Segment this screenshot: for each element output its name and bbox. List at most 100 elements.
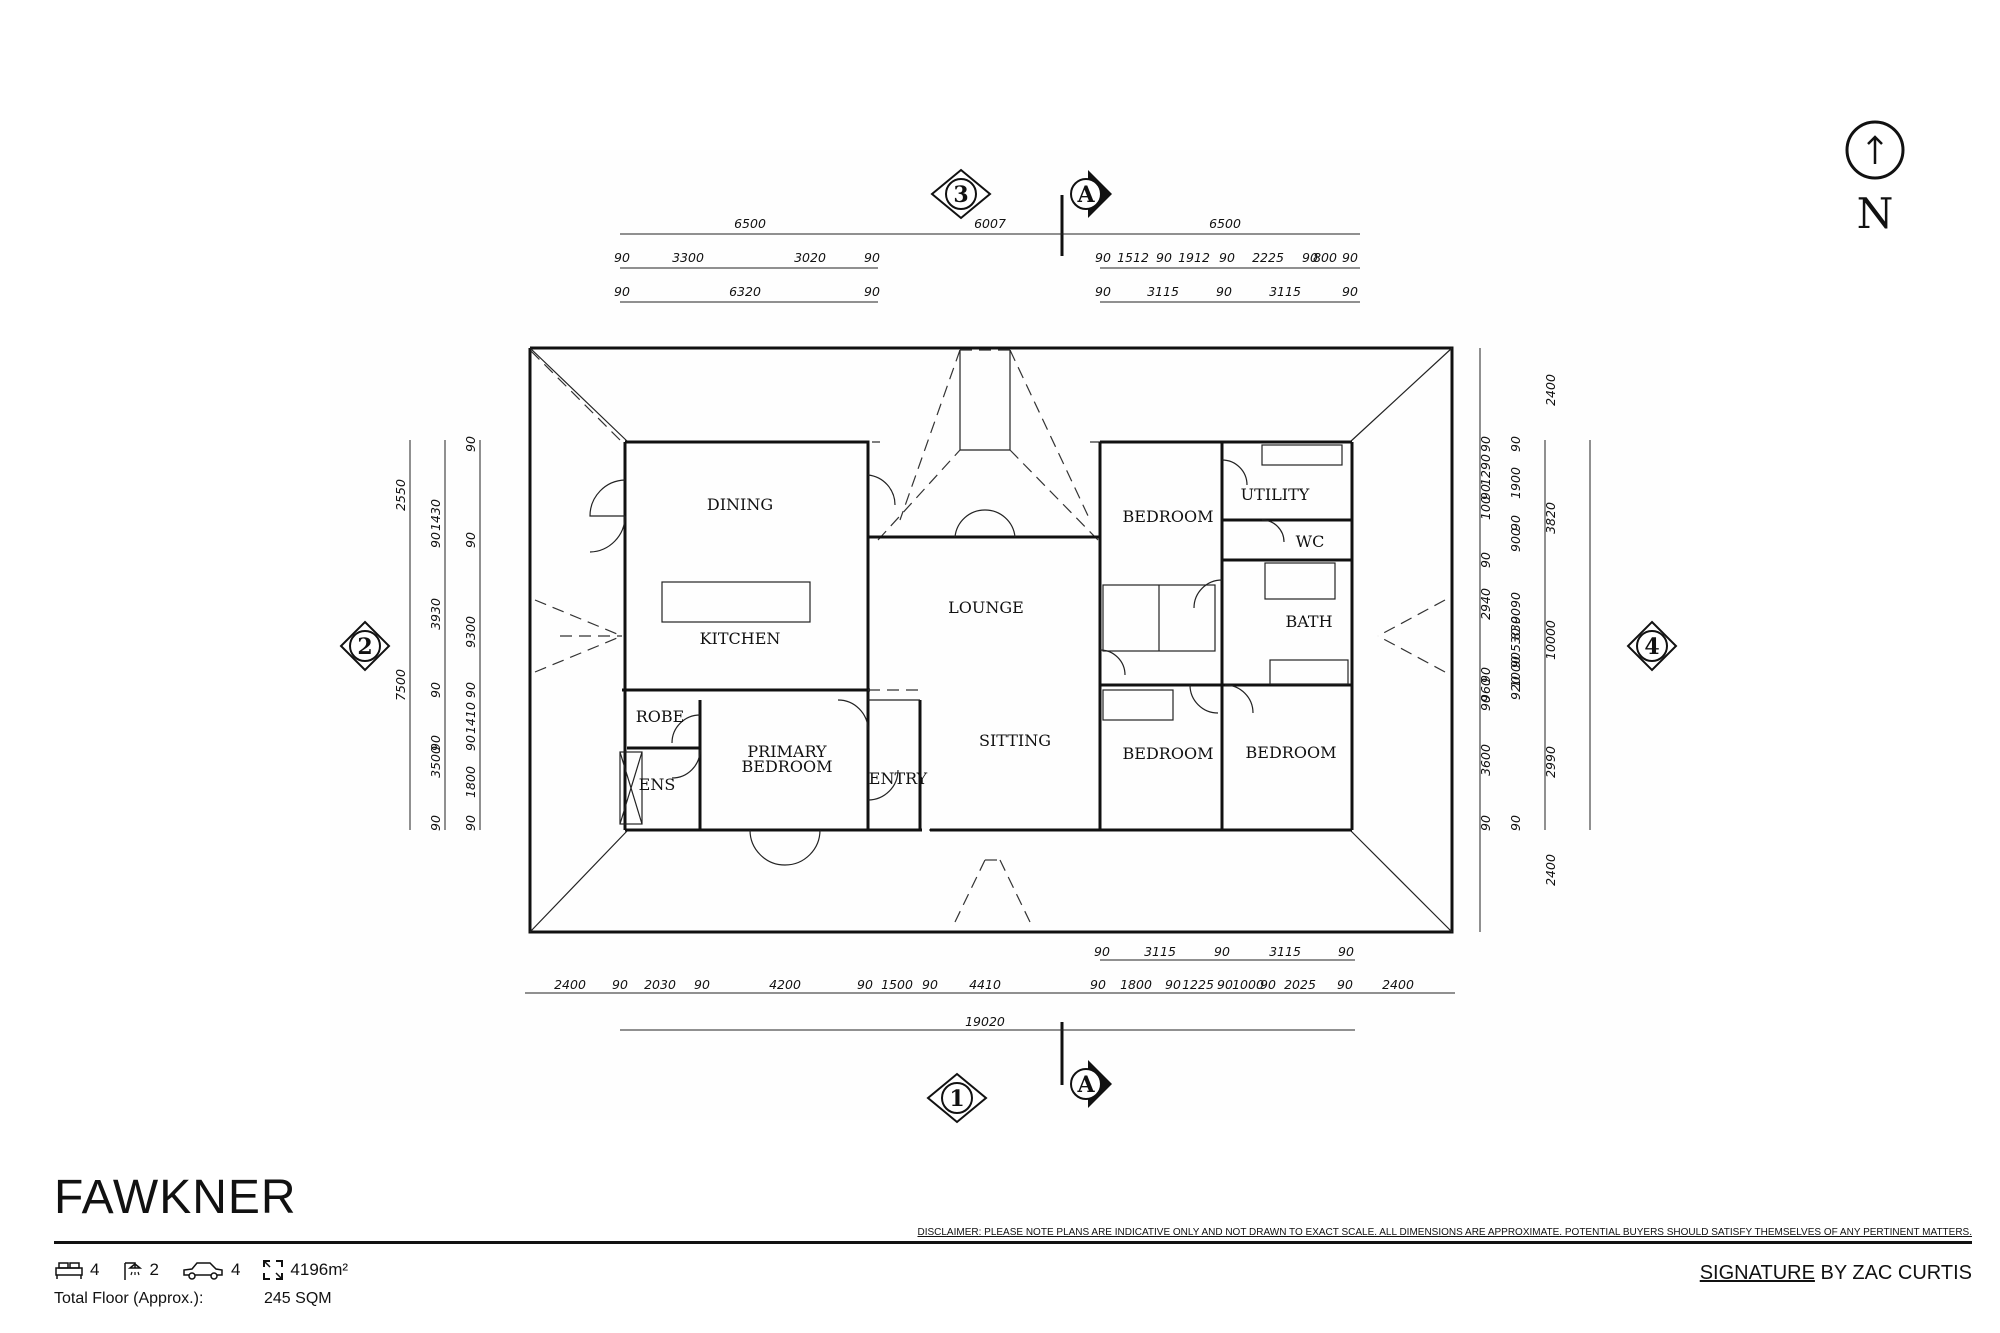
dim-top-r3-7: 90 — [1342, 284, 1358, 299]
dim-right-inner-2: 90 — [1508, 515, 1523, 531]
brand-agent: BY ZAC CURTIS — [1814, 1262, 1972, 1284]
room-label-bedroom-sw: BEDROOM — [1123, 744, 1214, 763]
dim-right-mid-0: 3820 — [1543, 502, 1558, 534]
room-label-bedroom-ne: BEDROOM — [1123, 507, 1214, 526]
total-floor-value: 245 SQM — [264, 1290, 332, 1307]
north-arrow-icon: N — [1845, 120, 1905, 238]
land-size-stat: 4196m² — [262, 1259, 348, 1281]
dim-bot-r1-1: 3115 — [1144, 944, 1176, 959]
doors — [589, 459, 1285, 866]
dim-bot-r2-11: 90 — [1165, 977, 1181, 992]
grid-marker-west: 2 — [339, 620, 391, 672]
room-label-robe: ROBE — [636, 707, 685, 726]
dim-bot-r1-2: 90 — [1214, 944, 1230, 959]
dim-top-r3-5: 90 — [1216, 284, 1232, 299]
disclaimer-text: DISCLAIMER: PLEASE NOTE PLANS ARE INDICA… — [917, 1227, 1972, 1238]
dim-left-inner-7: 90 — [463, 815, 478, 831]
grid-marker-south: 1 — [926, 1072, 988, 1124]
dim-top-r2-1: 3300 — [672, 250, 704, 265]
dim-bot-r1-4: 90 — [1338, 944, 1354, 959]
car-count: 4 — [230, 1260, 241, 1279]
dim-right-inner-10: 920 — [1508, 676, 1523, 700]
dim-left-outer-1: 7500 — [393, 669, 408, 701]
property-stats: 4 2 4 4196m² — [54, 1259, 348, 1281]
dim-right-inner2-3: 100 — [1478, 496, 1493, 520]
dim-top-r2-5: 1512 — [1117, 250, 1149, 265]
dim-left-inner-6: 1800 — [463, 766, 478, 798]
dim-bot-r2-17: 90 — [1337, 977, 1353, 992]
dim-bot-r2-10: 1800 — [1120, 977, 1152, 992]
dim-right-inner-9: 1000 — [1508, 656, 1523, 688]
grid-marker-north: 3 — [930, 168, 992, 220]
dim-top-r3-6: 3115 — [1269, 284, 1301, 299]
dim-bot-r2-0: 2400 — [554, 977, 586, 992]
dim-top-r2-4: 90 — [1095, 250, 1111, 265]
dim-right-inner-1: 1900 — [1508, 467, 1523, 499]
room-label-sitting: SITTING — [979, 731, 1051, 750]
room-label-wc: WC — [1296, 532, 1325, 551]
room-label-kitchen: KITCHEN — [700, 629, 781, 648]
dim-bot-r1-3: 3115 — [1269, 944, 1301, 959]
total-floor: Total Floor (Approx.): 245 SQM — [54, 1290, 332, 1308]
expand-icon — [263, 1260, 284, 1280]
room-label-entry: ENTRY — [869, 769, 928, 788]
dim-top-r2-9: 2225 — [1252, 250, 1284, 265]
dim-top-r2-12: 90 — [1342, 250, 1358, 265]
dim-bot-r2-5: 90 — [857, 977, 873, 992]
dim-bot-r2-13: 90 — [1217, 977, 1233, 992]
dim-right-inner-8: 90 — [1508, 652, 1523, 668]
car-stat: 4 — [181, 1259, 240, 1281]
dim-left-inner-2: 9300 — [463, 616, 478, 648]
dim-right-outer-0: 2400 — [1543, 374, 1558, 406]
dim-bot-r3-0: 19020 — [965, 1014, 1005, 1029]
brand-signature: SIGNATURE BY ZAC CURTIS — [1700, 1262, 1972, 1285]
room-label-utility: UTILITY — [1241, 485, 1310, 504]
dim-right-inner-5: 90 — [1508, 608, 1523, 624]
dim-left-inner-4: 1410 — [463, 702, 478, 734]
dim-left-inner-0: 90 — [463, 436, 478, 452]
dim-right-inner-4: 90 — [1508, 592, 1523, 608]
dim-top-r2-0: 90 — [614, 250, 630, 265]
bathroom-count: 2 — [149, 1260, 159, 1279]
grid-marker-east: 4 — [1626, 620, 1678, 672]
room-label-bath: BATH — [1285, 612, 1332, 631]
dim-left-inner2-2: 90 — [428, 735, 443, 751]
dim-left-outer-0: 2550 — [393, 479, 408, 511]
dim-right-outer-2: 2400 — [1543, 854, 1558, 886]
dim-top-r2-11: 800 — [1313, 250, 1337, 265]
dim-left-inner-1: 90 — [463, 532, 478, 548]
dim-left-mid-0: 1430 — [428, 499, 443, 531]
dim-right-inner2-6: 90 — [1478, 667, 1493, 683]
dim-right-mid-1: 2990 — [1543, 746, 1558, 778]
brand-signature-link[interactable]: SIGNATURE — [1699, 1262, 1815, 1284]
dim-right-inner-6: 830 — [1508, 616, 1523, 640]
dim-top-r1-2: 6500 — [1209, 216, 1241, 231]
room-label-dining: DINING — [707, 495, 773, 514]
title-divider — [54, 1241, 1972, 1244]
dim-bot-r2-4: 4200 — [769, 977, 801, 992]
dim-top-r2-6: 90 — [1156, 250, 1172, 265]
dim-right-inner-3: 900 — [1508, 528, 1523, 552]
dim-bot-r2-12: 1225 — [1182, 977, 1214, 992]
dim-top-r1-0: 6500 — [734, 216, 766, 231]
svg-text:A: A — [1076, 1072, 1095, 1098]
total-floor-label: Total Floor (Approx.): — [54, 1290, 204, 1307]
dim-top-r3-3: 90 — [1095, 284, 1111, 299]
dim-bot-r2-1: 90 — [612, 977, 628, 992]
dim-right-inner2-8: 90 — [1478, 695, 1493, 711]
walls — [619, 440, 1354, 832]
dim-right-inner-7: 530 — [1508, 628, 1523, 652]
dim-right-inner2-4: 90 — [1478, 552, 1493, 568]
bathroom-stat: 2 — [121, 1259, 159, 1281]
dim-bot-r2-15: 90 — [1260, 977, 1276, 992]
dim-top-r2-2: 3020 — [794, 250, 826, 265]
grid-markers: 3 1 2 4 A A — [339, 168, 1678, 1124]
dim-right-inner2-0: 90 — [1478, 436, 1493, 452]
room-label-primary-bedroom-line1: PRIMARY — [747, 742, 827, 761]
dim-bot-r2-9: 90 — [1090, 977, 1106, 992]
bed-icon — [55, 1262, 83, 1279]
room-label-lounge: LOUNGE — [948, 598, 1024, 617]
dim-bot-r2-8: 4410 — [969, 977, 1001, 992]
dim-right-inner2-1: 1290 — [1478, 454, 1493, 486]
